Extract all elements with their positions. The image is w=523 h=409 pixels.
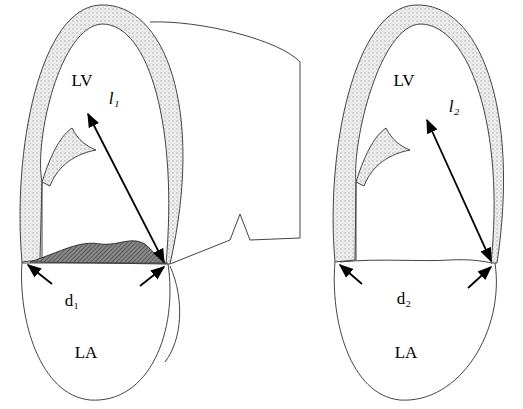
annulus-arrow bbox=[28, 265, 52, 284]
left-ventricle-wall bbox=[20, 5, 183, 264]
diameter-label: d₁ bbox=[65, 292, 79, 309]
annulus-line bbox=[22, 263, 168, 264]
annulus-arrow bbox=[140, 267, 164, 286]
papillary-muscle bbox=[42, 128, 96, 186]
left-atrium bbox=[22, 262, 170, 400]
chamber-label: LV bbox=[71, 72, 92, 89]
mitral-leaflet bbox=[340, 260, 492, 263]
length-label: l₁ bbox=[109, 90, 120, 107]
length-arrow bbox=[88, 114, 164, 262]
left-atrium bbox=[334, 262, 496, 400]
left-ventricle-wall bbox=[333, 5, 503, 263]
annulus-arrow bbox=[340, 265, 362, 284]
chamber-label: LA bbox=[75, 344, 98, 361]
length-label: l₂ bbox=[449, 98, 460, 115]
chamber-label: LV bbox=[393, 72, 414, 89]
papillary-muscle bbox=[356, 128, 410, 186]
annulus-arrow bbox=[468, 267, 491, 288]
chamber-label: LA bbox=[395, 344, 418, 361]
diameter-label: d₂ bbox=[397, 290, 411, 307]
mitral-prolapse bbox=[30, 241, 166, 264]
length-arrow bbox=[427, 120, 491, 261]
